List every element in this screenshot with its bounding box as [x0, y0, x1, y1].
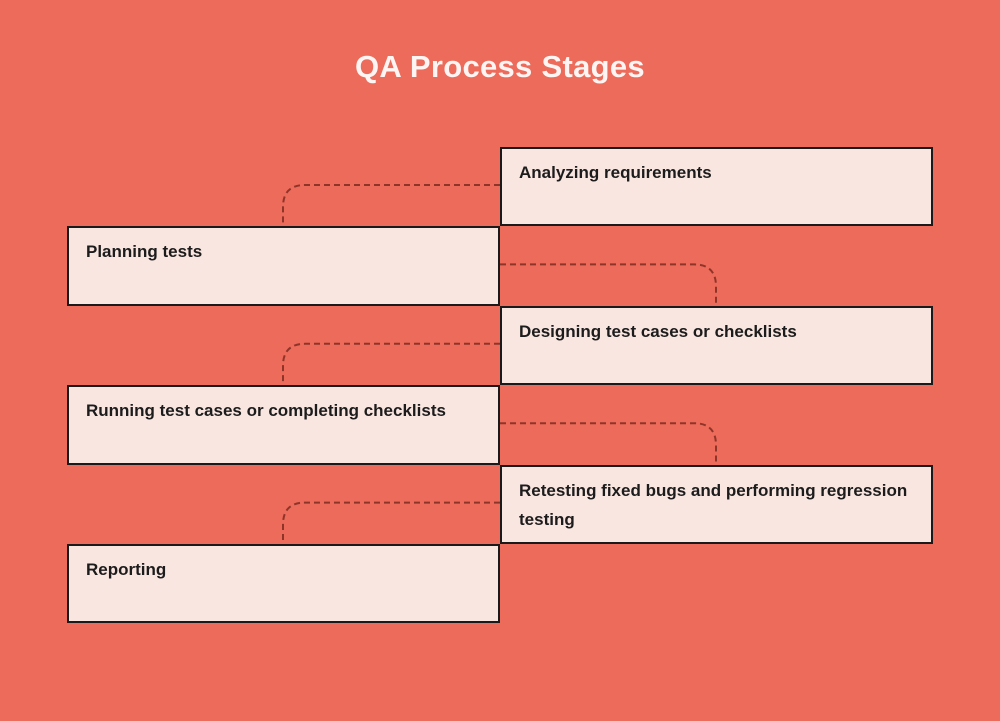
connector-2-to-3: [500, 263, 717, 306]
connector-5-to-6: [282, 501, 500, 544]
connector-3-to-4: [282, 342, 500, 386]
stage-box-1: Analyzing requirements: [500, 147, 933, 227]
stage-box-5: Retesting fixed bugs and performing regr…: [500, 464, 933, 544]
stage-label: Retesting fixed bugs and performing regr…: [519, 480, 908, 529]
stage-box-2: Planning tests: [67, 226, 500, 306]
stage-label: Analyzing requirements: [519, 163, 712, 182]
stage-box-6: Reporting: [67, 544, 500, 624]
stage-label: Running test cases or completing checkli…: [86, 401, 446, 421]
diagram-title: QA Process Stages: [355, 49, 645, 84]
stage-box-3: Designing test cases or checklists: [500, 305, 933, 386]
connector-4-to-5: [500, 422, 717, 465]
stage-label: Designing test cases or checklists: [519, 321, 797, 341]
stage-label: Reporting: [86, 560, 167, 579]
stage-box-4: Running test cases or completing checkli…: [67, 385, 500, 465]
connector-1-to-2: [282, 184, 500, 227]
stage-label: Planning tests: [86, 242, 203, 262]
